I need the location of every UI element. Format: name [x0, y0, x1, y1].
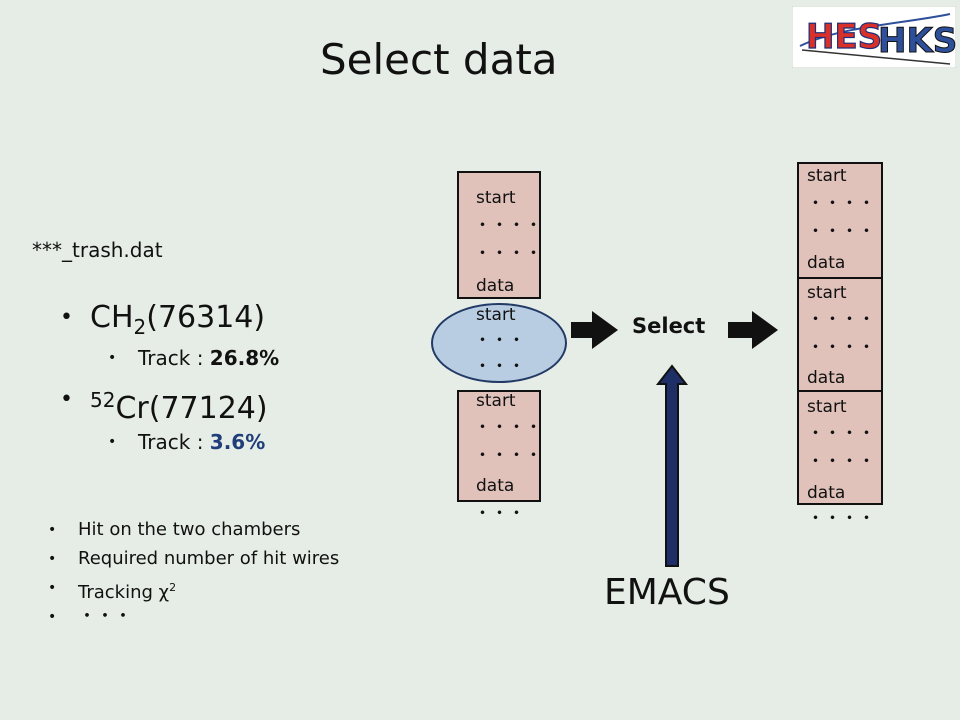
- data-label: data: [807, 253, 846, 273]
- criterion-text: Hit on the two chambers: [78, 519, 301, 540]
- start-label: start: [807, 397, 847, 417]
- track-value: 3.6%: [209, 430, 266, 454]
- track-ch2: • Track : 26.8%: [108, 344, 280, 372]
- formula-main: Cr: [115, 391, 149, 426]
- bullet-dot: •: [48, 522, 57, 538]
- bullet-dot: •: [108, 434, 117, 450]
- start-label: start: [807, 283, 847, 303]
- criterion-item: • Required number of hit wires: [48, 546, 340, 572]
- selected-event-ellipse: [431, 303, 567, 383]
- formula-run: (76314): [146, 300, 266, 335]
- bullet-dot: •: [48, 609, 57, 625]
- dots-row: ・・・: [474, 504, 525, 524]
- bullet-dot: •: [48, 580, 57, 596]
- select-label: Select: [632, 314, 706, 338]
- hes-hks-logo: HES HKS: [792, 6, 956, 68]
- dots-row: ・・・・: [474, 418, 542, 438]
- criterion-item: • Hit on the two chambers: [48, 517, 301, 543]
- dots-row: ・・・・: [474, 446, 542, 466]
- data-label: data: [807, 368, 846, 388]
- right-arrow-icon: [571, 311, 618, 349]
- dots-row: ・・・・: [807, 452, 875, 472]
- data-label: data: [476, 476, 515, 496]
- dots-row: ・・・・: [474, 244, 542, 264]
- target-ch2: • CH2(76314): [60, 296, 266, 349]
- dots-row: ・・・・: [807, 310, 875, 330]
- filename-label: ***_trash.dat: [32, 238, 163, 262]
- formula-run: (77124): [148, 391, 268, 426]
- dots-row: ・・・・: [807, 509, 875, 529]
- event-block-3: [457, 390, 541, 502]
- dots-row: ・・・・: [807, 338, 875, 358]
- criterion-text: Required number of hit wires: [78, 548, 340, 569]
- up-arrow-icon: [655, 364, 689, 567]
- criterion-item: • Tracking χ2: [48, 575, 177, 606]
- bullet-dot: •: [108, 350, 117, 366]
- dots-row: ・・・・: [474, 216, 542, 236]
- start-label: start: [807, 166, 847, 186]
- dots-row: ・・・・: [807, 424, 875, 444]
- page-title: Select data: [320, 35, 558, 84]
- track-label: Track :: [138, 346, 210, 370]
- dots-row: ・・・: [474, 331, 525, 351]
- selected-output-column: [797, 162, 883, 505]
- dots-row: ・・・・: [807, 222, 875, 242]
- bullet-dot: •: [60, 387, 73, 412]
- dots-row: ・・・: [474, 357, 525, 377]
- emacs-label: EMACS: [604, 572, 730, 613]
- right-arrow-icon: [728, 311, 778, 349]
- start-label: start: [476, 188, 516, 208]
- start-label: start: [476, 391, 516, 411]
- data-label: data: [807, 483, 846, 503]
- chi-superscript: 2: [169, 581, 177, 594]
- logo-text-hes: HES: [806, 17, 882, 57]
- formula-main: CH: [90, 300, 134, 335]
- bullet-dot: •: [48, 551, 57, 567]
- criterion-item: • ・・・: [48, 604, 132, 630]
- bullet-dot: •: [60, 305, 73, 330]
- logo-text-hks: HKS: [878, 21, 956, 61]
- data-label: data: [476, 276, 515, 296]
- criterion-text: Tracking χ: [78, 582, 170, 603]
- track-cr: • Track : 3.6%: [108, 428, 266, 456]
- target-cr: • 52Cr(77124): [60, 378, 268, 431]
- formula-sub: 2: [133, 315, 147, 339]
- start-label: start: [476, 305, 516, 325]
- formula-sup: 52: [90, 388, 116, 412]
- block-divider: [797, 277, 883, 279]
- event-block-1: [457, 171, 541, 299]
- block-divider: [797, 390, 883, 392]
- criterion-text: ・・・: [78, 606, 132, 627]
- track-label: Track :: [138, 430, 210, 454]
- dots-row: ・・・・: [807, 194, 875, 214]
- track-value: 26.8%: [209, 346, 280, 370]
